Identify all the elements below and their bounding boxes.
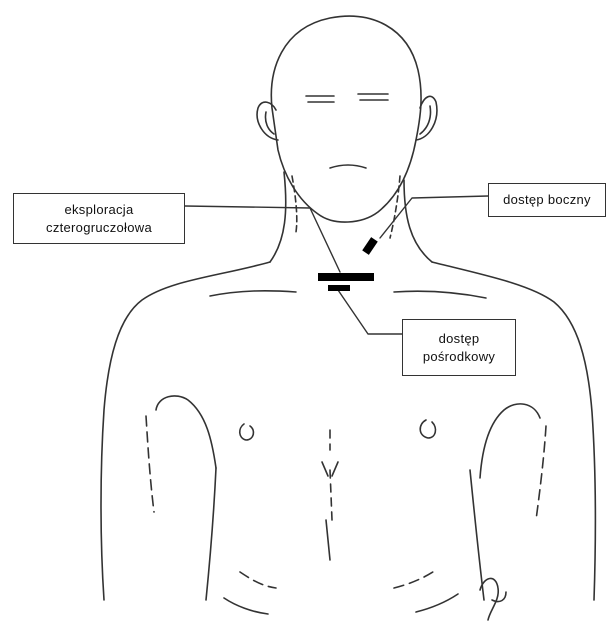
right-shoulder-arm <box>432 262 595 600</box>
leader-eksploracja <box>185 206 340 272</box>
incision-small-bar <box>328 285 350 291</box>
left-shoulder-arm <box>101 262 270 600</box>
mouth <box>330 165 366 168</box>
label-dostep-posrodkowy: dostęp pośrodkowy <box>402 319 516 376</box>
incision-main-bar <box>318 273 374 281</box>
right-clavicle <box>394 291 486 298</box>
label-line: eksploracja <box>64 201 133 219</box>
neck-left <box>270 172 286 262</box>
left-ear <box>257 102 278 140</box>
left-armpit <box>156 396 216 468</box>
label-line: dostęp <box>439 330 480 348</box>
abdomen-right <box>394 570 436 588</box>
left-eye <box>306 96 334 102</box>
right-nipple <box>420 420 435 438</box>
left-clavicle <box>210 291 296 296</box>
label-dostep-boczny: dostęp boczny <box>488 183 606 217</box>
right-armpit <box>480 404 540 478</box>
label-line: czterogruczołowa <box>46 219 152 237</box>
left-nipple <box>240 424 254 440</box>
abdomen-left <box>240 572 276 588</box>
neck-right <box>404 180 432 262</box>
label-line: pośrodkowy <box>423 348 495 366</box>
label-line: dostęp boczny <box>503 191 591 209</box>
right-eye <box>358 94 388 100</box>
label-eksploracja-czterogruczolowa: eksploracja czterogruczołowa <box>13 193 185 244</box>
leader-posrodkowy <box>338 290 402 334</box>
incision-lateral-bar <box>362 237 378 255</box>
leader-boczny <box>380 196 488 238</box>
